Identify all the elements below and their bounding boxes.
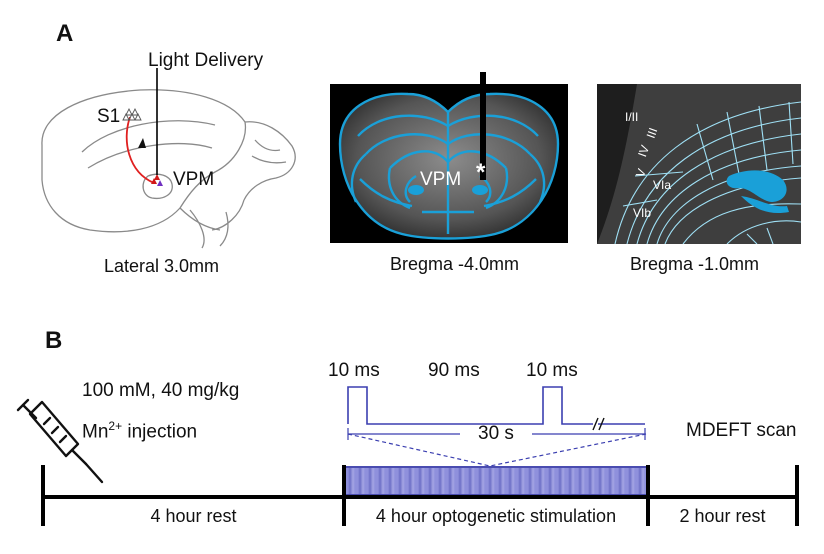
pulse-on-label-1: 10 ms: [328, 360, 380, 381]
zoom-connector-lines: [347, 433, 647, 467]
caption-bregma-4: Bregma -4.0mm: [390, 254, 520, 274]
syringe-icon: [16, 398, 104, 484]
train-duration-label: 30 s: [478, 423, 514, 444]
coronal-mri-image: [330, 84, 568, 243]
vpm-label-middle: VPM: [420, 169, 462, 190]
timeline-tick-stim-end: [646, 465, 650, 526]
sagittal-brain-schematic: [41, 68, 296, 249]
injection-label: Mn2+ injection: [82, 419, 198, 443]
optical-fiber-implant: [480, 72, 486, 180]
s1-axon-line: [125, 116, 155, 184]
coronal-atlas-outline: [338, 92, 560, 240]
pulse-on-label-2: 10 ms: [526, 360, 578, 381]
panel-b-label: B: [45, 327, 63, 354]
timeline-tick-end: [795, 465, 799, 526]
vpm-label-left: VPM: [173, 169, 215, 190]
timeline-tick-stim-start: [342, 465, 346, 526]
axis-break-icon: [592, 417, 605, 431]
segment-rest-1: 4 hour rest: [150, 506, 237, 526]
layer-label-6b: VIb: [633, 206, 652, 220]
segment-rest-2: 2 hour rest: [679, 506, 766, 526]
cortical-layers-mri-image: I/II III IV V VIa VIb: [597, 84, 801, 244]
layer-label-6a: VIa: [653, 178, 672, 192]
vpm-neuron-markers: [151, 174, 163, 186]
panel-a-label: A: [56, 20, 74, 47]
pulse-off-label: 90 ms: [428, 360, 480, 381]
fiber-tip-asterisk-icon: *: [476, 159, 486, 186]
s1-neuron-triangles: [122, 107, 142, 121]
pulse-train-waveform: [347, 386, 646, 440]
caption-lateral: Lateral 3.0mm: [104, 256, 220, 276]
stimulation-period-bar: [345, 466, 647, 496]
fiber-arrow-icon: [138, 138, 146, 148]
s1-label: S1: [97, 106, 121, 127]
vpm-region-highlight: [472, 185, 488, 195]
timeline-tick-start: [41, 465, 45, 526]
layer-label-1-2: I/II: [625, 110, 639, 124]
barrel-cortex-highlight: [726, 170, 787, 202]
dose-label: 100 mM, 40 mg/kg: [82, 380, 240, 401]
light-delivery-label: Light Delivery: [148, 50, 264, 71]
segment-stimulation: 4 hour optogenetic stimulation: [375, 506, 617, 526]
scan-label: MDEFT scan: [686, 420, 797, 441]
timeline-axis: [42, 495, 798, 499]
caption-bregma-1: Bregma -1.0mm: [630, 254, 760, 274]
